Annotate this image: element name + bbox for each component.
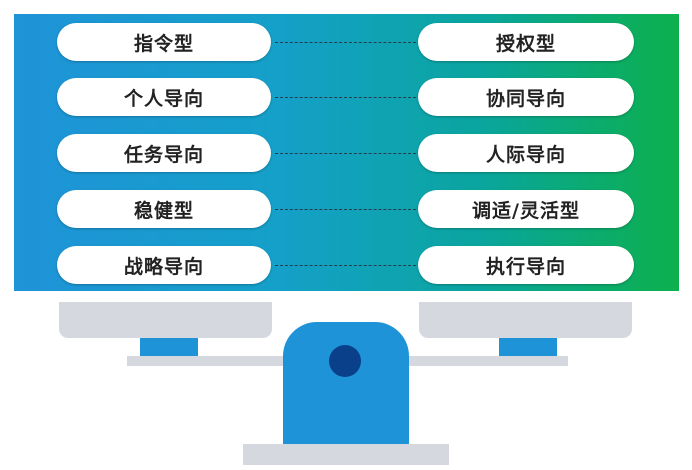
right-style-pill-1: 授权型 (418, 23, 634, 61)
right-style-pill-3: 人际导向 (418, 134, 634, 172)
left-style-pill-1: 指令型 (57, 23, 271, 61)
left-tray-stem (140, 338, 198, 356)
right-tray-stem (499, 338, 557, 356)
left-style-pill-4: 稳健型 (57, 190, 271, 228)
left-style-pill-3: 任务导向 (57, 134, 271, 172)
connector-line-3 (275, 153, 416, 154)
right-style-pill-4: 调适/灵活型 (418, 190, 634, 228)
scale-base (243, 444, 449, 465)
scale-pivot-knob (329, 345, 361, 377)
left-scale-tray (59, 302, 272, 338)
connector-line-4 (275, 209, 416, 210)
connector-line-1 (275, 42, 416, 43)
connector-line-5 (275, 265, 416, 266)
right-style-pill-2: 协同导向 (418, 78, 634, 116)
left-style-pill-2: 个人导向 (57, 78, 271, 116)
scale-pillar (283, 322, 409, 446)
right-scale-tray (419, 302, 632, 338)
left-style-pill-5: 战略导向 (57, 246, 271, 284)
right-style-pill-5: 执行导向 (418, 246, 634, 284)
connector-line-2 (275, 97, 416, 98)
